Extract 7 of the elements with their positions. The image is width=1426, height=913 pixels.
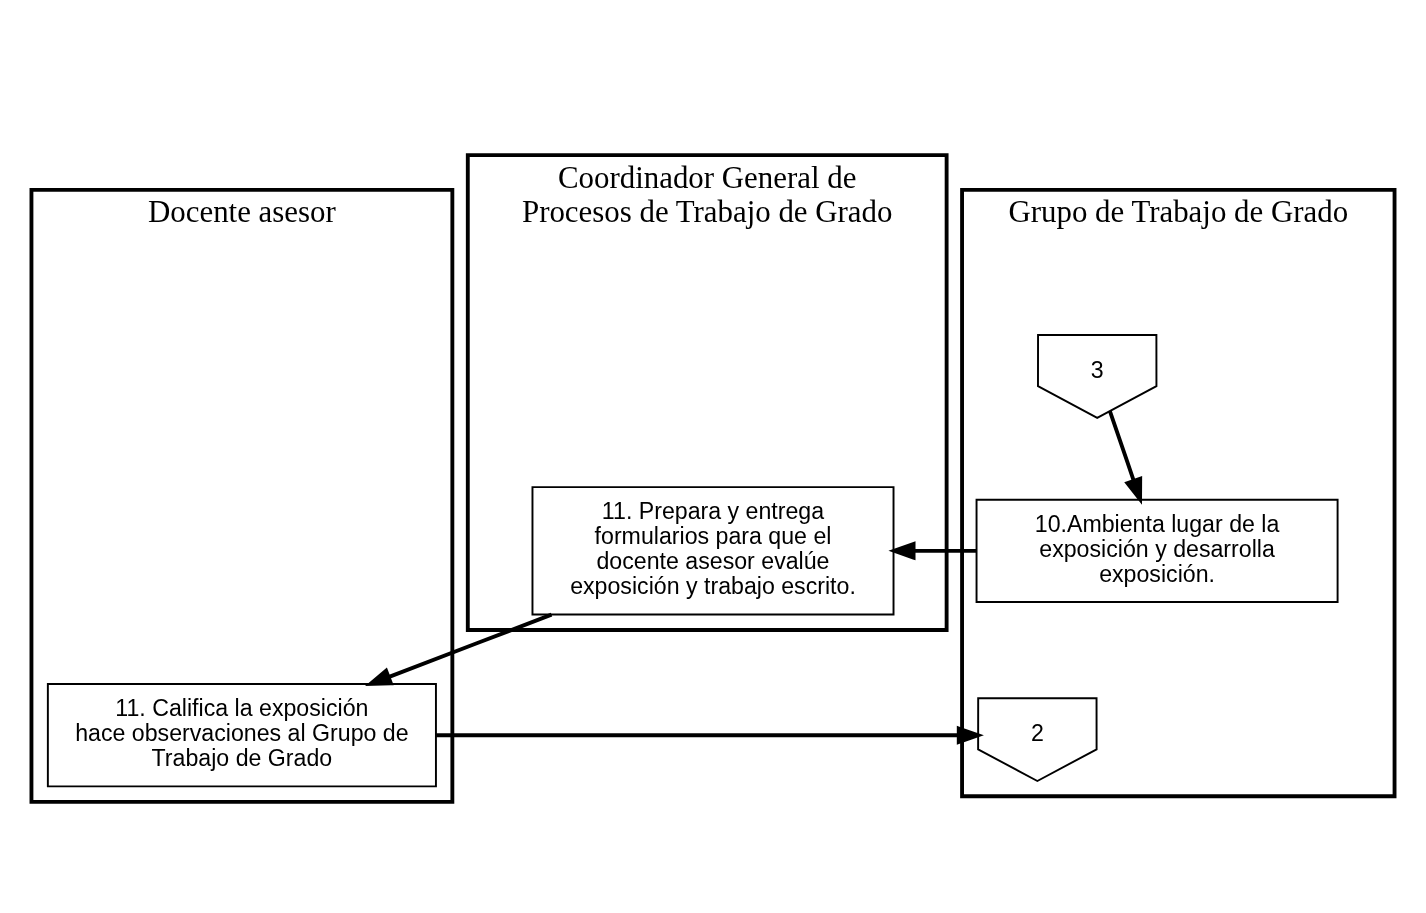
arrow bbox=[365, 612, 553, 687]
node-box: 11. Prepara y entrega formularios para que el docente asesor evalúe exposición y trabajo escrito. bbox=[531, 486, 895, 616]
arrow bbox=[1108, 410, 1143, 505]
arrow bbox=[436, 725, 984, 745]
node-box: 10.Ambienta lugar de la exposición y desarrolla exposición. bbox=[975, 498, 1339, 603]
arrow bbox=[888, 541, 977, 561]
node-box: 11. Califica la exposición hace observaciones al Grupo de Trabajo de Grado bbox=[46, 683, 437, 788]
